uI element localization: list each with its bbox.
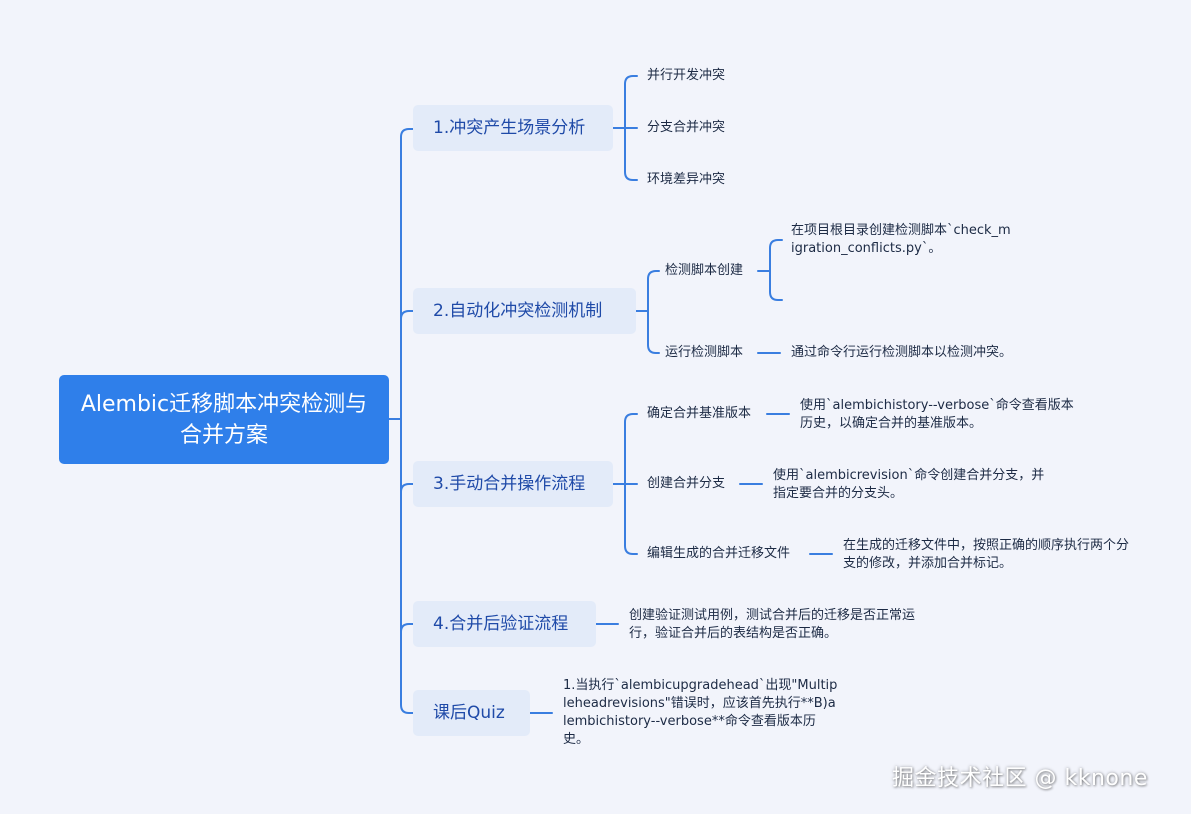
branch-manual-merge[interactable]: 3.手动合并操作流程 <box>413 461 613 507</box>
root-topic-label: Alembic迁移脚本冲突检测与合并方案 <box>80 391 368 448</box>
note-create-merge-branch: 使用`alembicrevision`命令创建合并分支，并指定要合并的分支头。 <box>773 468 1045 501</box>
connector-trunk <box>400 128 414 714</box>
connector-branch-2 <box>400 310 414 320</box>
leaf-branch-merge-conflict[interactable]: 分支合并冲突 <box>647 120 726 135</box>
connector-branch-4 <box>400 623 414 633</box>
branch-quiz[interactable]: 课后Quiz <box>413 690 530 736</box>
leaf-edit-merge-file[interactable]: 编辑生成的合并迁移文件 <box>647 546 791 561</box>
branch-label: 4.合并后验证流程 <box>433 614 569 634</box>
leaf-parallel-dev-conflict[interactable]: 并行开发冲突 <box>647 68 726 83</box>
connector-b3-bracket <box>624 413 638 555</box>
connector-b2-c1-bracket <box>769 239 783 301</box>
connector-b2-bracket <box>647 270 660 354</box>
leaf-create-merge-branch[interactable]: 创建合并分支 <box>647 476 726 491</box>
branch-post-merge-verify[interactable]: 4.合并后验证流程 <box>413 601 596 647</box>
leaf-run-detect-script[interactable]: 运行检测脚本 <box>665 345 744 360</box>
branch-conflict-scenarios[interactable]: 1.冲突产生场景分析 <box>413 105 613 151</box>
branch-auto-detection[interactable]: 2.自动化冲突检测机制 <box>413 288 636 334</box>
connector-branch-3 <box>400 483 414 493</box>
leaf-env-diff-conflict[interactable]: 环境差异冲突 <box>647 172 726 187</box>
note-create-detect-script: 在项目根目录创建检测脚本`check_migration_conflicts.p… <box>791 223 1011 256</box>
watermark: 掘金技术社区 @ kknone <box>892 766 1148 791</box>
connector-b1-bracket <box>624 75 638 181</box>
branch-label: 1.冲突产生场景分析 <box>433 118 586 138</box>
branch-label: 2.自动化冲突检测机制 <box>433 301 603 321</box>
leaf-determine-base-version[interactable]: 确定合并基准版本 <box>647 406 752 421</box>
note-run-detect-script: 通过命令行运行检测脚本以检测冲突。 <box>791 345 1013 360</box>
note-edit-merge-file: 在生成的迁移文件中，按照正确的顺序执行两个分支的修改，并添加合并标记。 <box>843 538 1130 571</box>
note-quiz: 1.当执行`alembicupgradehead`出现"Multiplehead… <box>563 678 838 747</box>
branch-label: 3.手动合并操作流程 <box>433 474 586 494</box>
note-determine-base-version: 使用`alembichistory--verbose`命令查看版本历史，以确定合… <box>800 398 1074 431</box>
branch-label: 课后Quiz <box>433 703 505 723</box>
root-topic[interactable]: Alembic迁移脚本冲突检测与合并方案 <box>59 375 389 464</box>
note-post-merge-verify: 创建验证测试用例，测试合并后的迁移是否正常运行，验证合并后的表结构是否正确。 <box>629 608 916 641</box>
leaf-create-detect-script[interactable]: 检测脚本创建 <box>665 263 744 278</box>
